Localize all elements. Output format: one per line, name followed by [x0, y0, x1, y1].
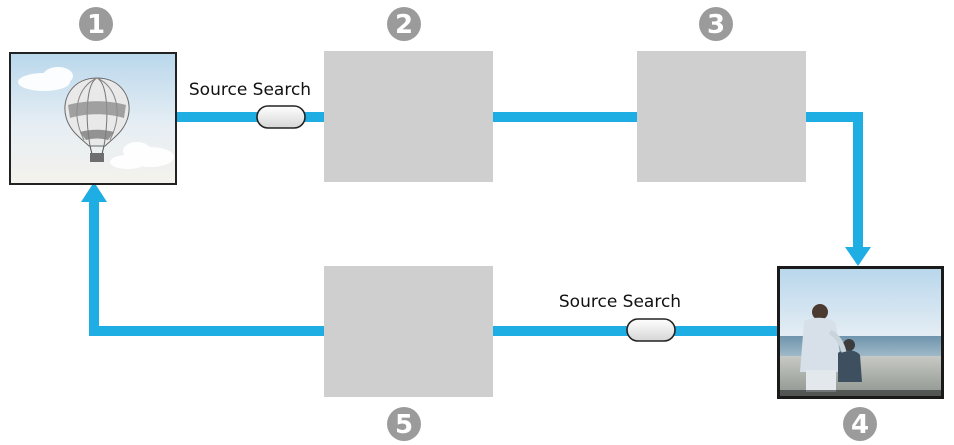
arrow-up-icon [81, 182, 107, 202]
step-4-image [777, 266, 944, 399]
step-4-number-badge: 4 [843, 407, 877, 441]
arrow-down-icon [845, 247, 871, 266]
step-2-number: 2 [395, 10, 413, 40]
source-search-button-top[interactable] [256, 105, 306, 129]
flow-line-left-up [89, 200, 99, 336]
source-search-label-top: Source Search [189, 80, 311, 100]
step-5-number: 5 [395, 410, 413, 440]
step-1-number: 1 [87, 10, 105, 40]
step-3-number: 3 [707, 10, 725, 40]
cloud-icon [18, 67, 174, 169]
parent-child-beach-photo [800, 304, 862, 392]
source-search-button-bottom[interactable] [626, 318, 676, 342]
step-3-box [637, 51, 806, 182]
flow-line-top [177, 112, 863, 122]
step-2-number-badge: 2 [387, 7, 421, 41]
step-5-box [324, 266, 493, 397]
step-5-number-badge: 5 [387, 407, 421, 441]
step-1-number-badge: 1 [79, 7, 113, 41]
step-4-number: 4 [851, 410, 869, 440]
flow-line-right-down [853, 112, 863, 250]
source-search-label-bottom: Source Search [559, 292, 681, 312]
step-3-number-badge: 3 [699, 7, 733, 41]
step-1-image [9, 52, 177, 185]
step-2-box [324, 51, 493, 182]
hot-air-balloon-icon [64, 77, 130, 162]
